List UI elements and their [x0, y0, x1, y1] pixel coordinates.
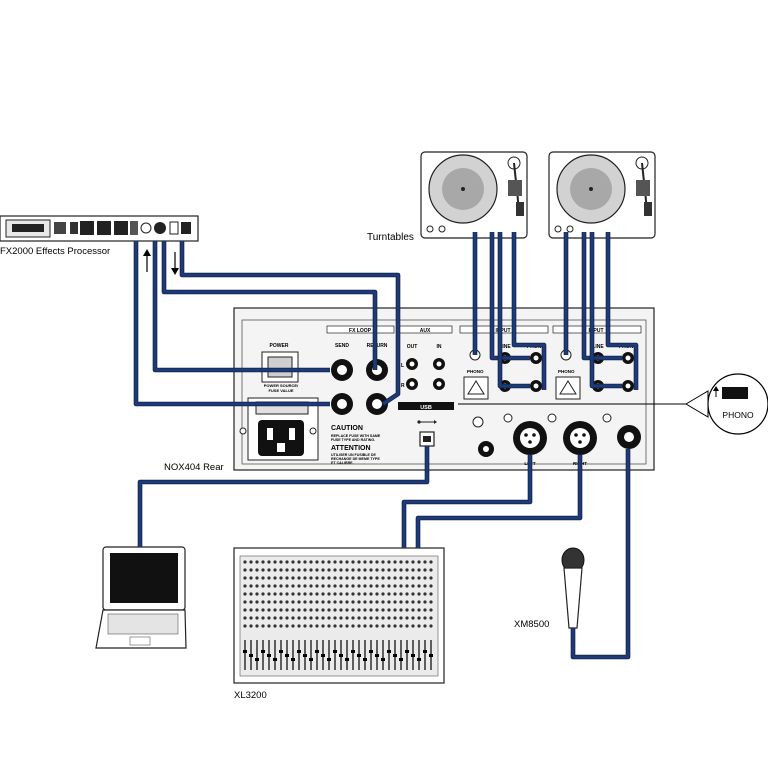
console-channel-strip	[279, 560, 283, 670]
phono-callout: PHONO	[458, 373, 768, 435]
console-channel-strip	[381, 560, 385, 670]
attention-title: ATTENTION	[331, 445, 371, 452]
turntable-1	[420, 151, 528, 239]
console-channel-strip	[285, 560, 289, 670]
power-label: POWER	[270, 343, 289, 349]
console-channel-strip	[261, 560, 265, 670]
input-1-label: INPUT	[496, 328, 511, 334]
console-channel-strip	[333, 560, 337, 670]
console-channel-strip	[327, 560, 331, 670]
console-channel-strip	[315, 560, 319, 670]
ground-post[interactable]	[478, 441, 494, 457]
console-channel-strip	[297, 560, 301, 670]
fx2000-effects-processor: FX2000 Effects Processor	[0, 215, 199, 257]
xlr-left-output[interactable]	[513, 421, 547, 455]
console-channel-strip	[351, 560, 355, 670]
attention-line3: ET CALIBRE.	[331, 461, 354, 465]
turntable-2	[548, 151, 656, 239]
aux-out-label: OUT	[407, 344, 418, 350]
caution-line2: FUSE TYPE AND RATING.	[331, 438, 375, 442]
aux-out-rca-l[interactable]	[406, 358, 418, 370]
phono-2-rca-l[interactable]	[622, 352, 634, 364]
nox404-rear-panel: POWER POWER SOURCE/ FUSE VALUE CAUTION R…	[233, 307, 655, 471]
nox404-label: NOX404 Rear	[164, 462, 224, 473]
fuse-value-label: FUSE VALUE	[268, 388, 293, 393]
xl3200-console: XL3200	[233, 547, 445, 701]
phono-1-rca-r[interactable]	[530, 380, 542, 392]
console-channel-strip	[411, 560, 415, 670]
aux-r-label: R	[401, 383, 405, 389]
laptop	[95, 546, 187, 649]
aux-in-rca-l[interactable]	[433, 358, 445, 370]
console-channel-strip	[345, 560, 349, 670]
send-jack-2[interactable]	[331, 393, 353, 415]
phono-switch-1-label: PHONO	[467, 369, 484, 374]
console-channel-strip	[417, 560, 421, 670]
console-channel-strip	[393, 560, 397, 670]
console-channel-strip	[267, 560, 271, 670]
return-jack-2[interactable]	[366, 393, 388, 415]
xlr-right-output[interactable]	[563, 421, 597, 455]
xm8500-label: XM8500	[514, 619, 549, 630]
console-channel-strip	[357, 560, 361, 670]
aux-out-rca-r[interactable]	[406, 378, 418, 390]
line-2-label: LINE	[592, 344, 604, 350]
caution-title: CAUTION	[331, 425, 363, 432]
usb-label: USB	[420, 405, 432, 411]
aux-in-rca-r[interactable]	[433, 378, 445, 390]
attention-line2: RECHANGE DE MEME TYPE	[331, 457, 380, 461]
console-channel-strip	[309, 560, 313, 670]
phono-2-rca-r[interactable]	[622, 380, 634, 392]
caution-line1: REPLACE FUSE WITH SAME	[331, 434, 381, 438]
line-1-label: LINE	[499, 344, 511, 350]
arrow-down-icon	[171, 252, 179, 275]
phono-switch-2[interactable]	[555, 376, 581, 400]
console-channel-strip	[429, 560, 433, 670]
mic-input-jack[interactable]	[617, 425, 641, 449]
send-jack-1[interactable]	[331, 359, 353, 381]
console-channel-strip	[405, 560, 409, 670]
usb-icon	[417, 420, 437, 424]
console-channel-strip	[423, 560, 427, 670]
console-channel-strip	[321, 560, 325, 670]
input-2-label: INPUT	[589, 328, 604, 334]
console-channel-strip	[339, 560, 343, 670]
power-source-label: POWER SOURCE/	[264, 383, 299, 388]
fx-loop-label: FX LOOP	[349, 328, 372, 334]
console-channel-strip	[369, 560, 373, 670]
console-channel-strip	[375, 560, 379, 670]
console-channel-strip	[243, 560, 247, 670]
aux-l-label: L	[401, 363, 404, 369]
phono-1-rca-l[interactable]	[530, 352, 542, 364]
turntables-label: Turntables	[367, 232, 414, 243]
phono-callout-label: PHONO	[722, 410, 754, 420]
fx2000-label: FX2000 Effects Processor	[0, 246, 110, 257]
phono-switch-1[interactable]	[463, 376, 489, 400]
console-channel-strip	[255, 560, 259, 670]
aux-in-label: IN	[437, 344, 442, 350]
microphone: XM8500	[514, 547, 585, 630]
cables	[133, 232, 639, 660]
attention-line1: UTILISER UN FUSIBLE DE	[331, 453, 377, 457]
xl3200-label: XL3200	[234, 690, 267, 701]
console-channel-strip	[273, 560, 277, 670]
send-label: SEND	[335, 343, 349, 349]
console-channel-strip	[291, 560, 295, 670]
console-channel-strip	[363, 560, 367, 670]
aux-label: AUX	[420, 328, 431, 334]
usb-port[interactable]	[419, 431, 435, 447]
console-channel-strip	[249, 560, 253, 670]
console-channel-strip	[303, 560, 307, 670]
console-channel-strip	[387, 560, 391, 670]
arrow-up-icon	[143, 249, 151, 272]
console-channel-strip	[399, 560, 403, 670]
phono-switch-2-label: PHONO	[558, 369, 575, 374]
